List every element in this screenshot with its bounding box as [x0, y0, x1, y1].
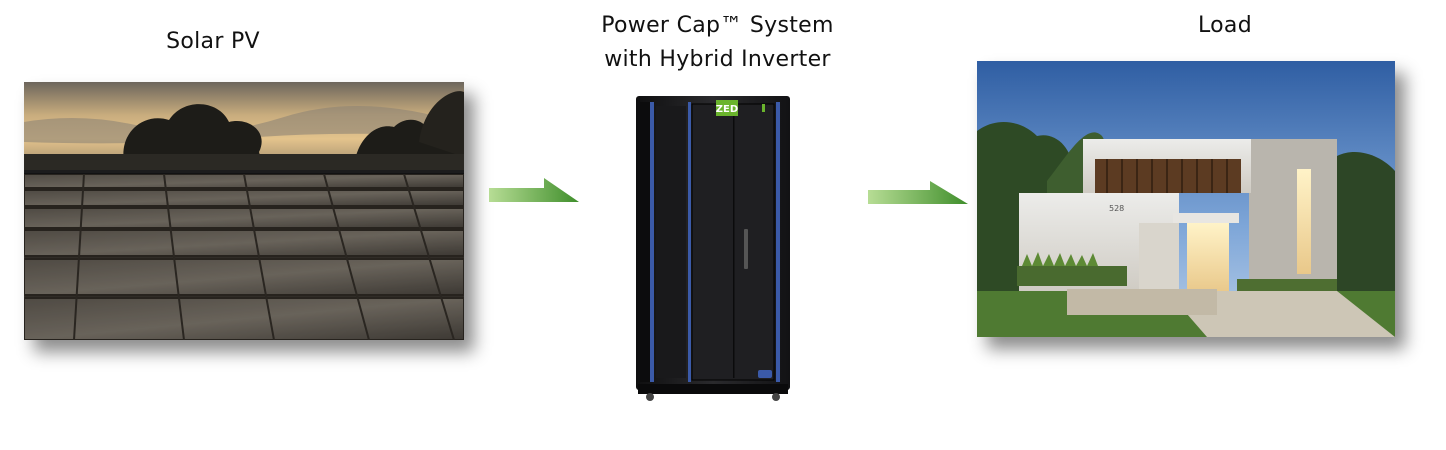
- load-label: Load: [1198, 13, 1252, 38]
- power-cap-label: Power Cap™ System with Hybrid Inverter: [560, 9, 875, 77]
- flow-arrow-solar-to-power: [489, 178, 579, 204]
- house-number: 528: [1109, 204, 1124, 213]
- solar-pv-label: Solar PV: [166, 29, 260, 54]
- power-cap-label-line-2: with Hybrid Inverter: [604, 47, 831, 72]
- solar-panels-photo: [24, 82, 464, 340]
- power-cap-cabinet-photo: ZED: [628, 94, 798, 404]
- modern-house-photo: 528: [977, 61, 1395, 337]
- zed-badge: ZED: [716, 104, 738, 115]
- flow-arrow-power-to-load: [868, 181, 968, 207]
- power-cap-label-line-1: Power Cap™ System: [601, 13, 834, 38]
